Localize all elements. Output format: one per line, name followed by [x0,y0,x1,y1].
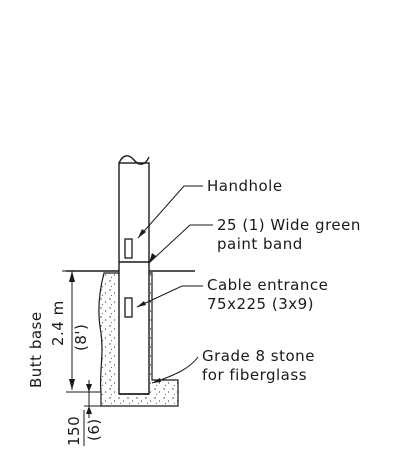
label-stone-2: for fiberglass [202,366,307,384]
cable-entrance-arrowhead [137,301,146,307]
dim-arrow-top [69,271,75,282]
cable-entrance-opening [124,297,133,318]
handhole-arrowhead [138,229,146,238]
paint-band-arrowhead [149,253,156,263]
label-paint-band-2: paint band [217,235,303,253]
paint-band-leader [148,224,213,264]
handhole-leader [137,185,203,239]
label-base-mm: 150 [65,416,83,446]
handhole-opening [124,238,133,259]
label-cable-entrance-1: Cable entrance [207,276,328,294]
label-handhole: Handhole [207,177,283,195]
pole-shaft [118,162,150,395]
cable-entrance-leader [136,285,203,308]
label-paint-band-1: 25 (1) Wide green [217,216,361,234]
label-stone-1: Grade 8 stone [202,347,315,365]
label-depth-ft: (8') [72,324,90,351]
pole-break-line [118,155,150,165]
dim-arrow-bottom [69,379,75,390]
label-cable-entrance-2: 75x225 (3x9) [207,295,314,313]
dim-arrow-base-top [86,384,92,392]
label-depth-m: 2.4 m [49,300,67,346]
label-base-in: (6) [85,418,103,441]
label-butt-base: Butt base [27,311,45,388]
stone-arrowhead [152,378,161,383]
